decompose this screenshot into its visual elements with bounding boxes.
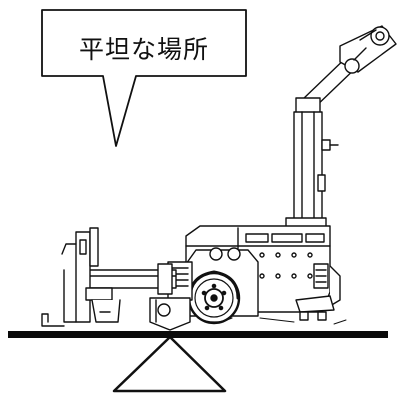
callout-bubble [41,9,247,147]
wheel-assembly [185,247,259,325]
floor-bar [8,331,388,338]
callout-label: 平坦な場所 [78,35,209,64]
column [285,111,339,229]
robot-arm [295,25,397,115]
front-attachment [41,227,121,327]
robot-vehicle-illustration [41,25,397,331]
fulcrum-triangle [112,335,227,393]
